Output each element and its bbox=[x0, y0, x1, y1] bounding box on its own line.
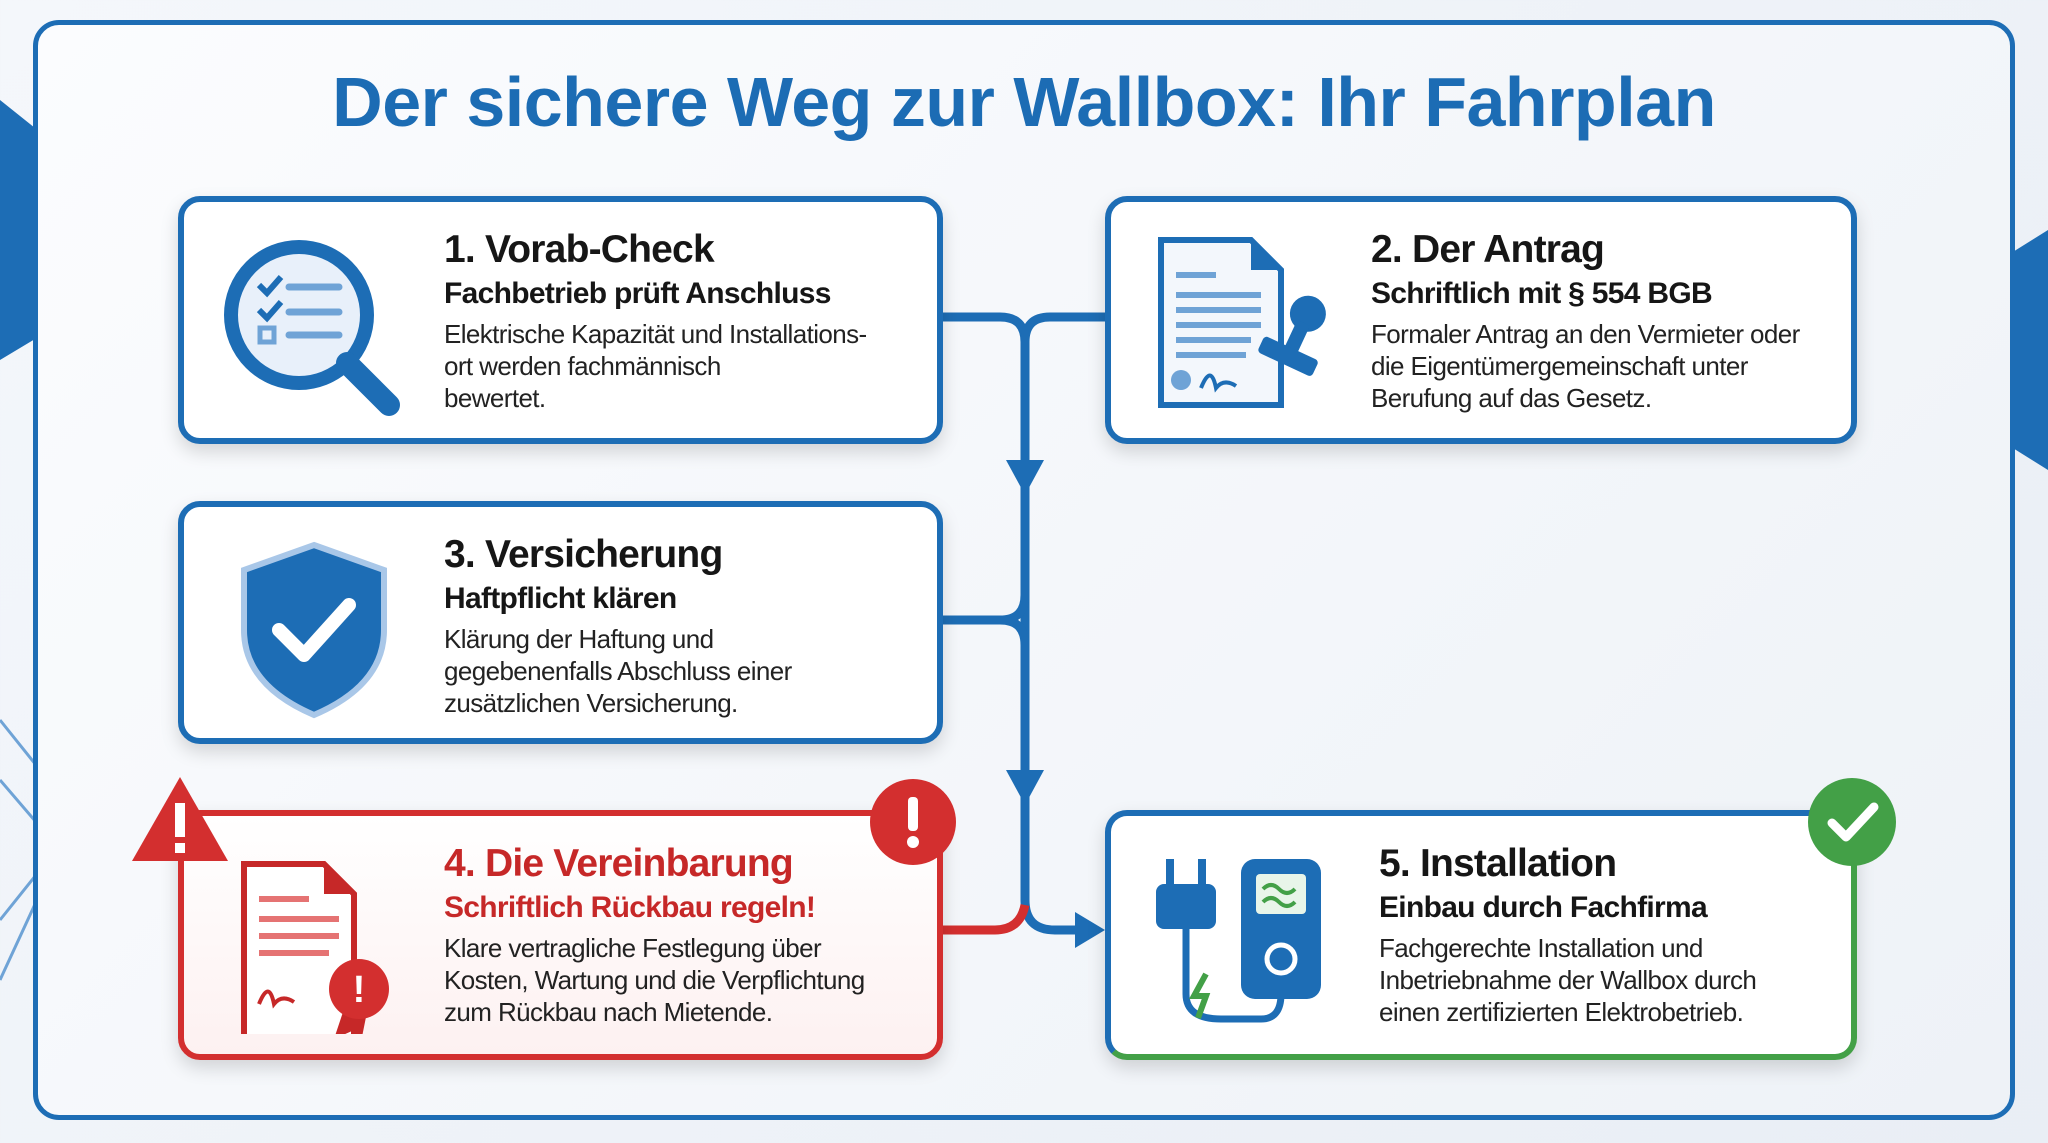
document-stamp-icon bbox=[1158, 237, 1326, 408]
step-subtitle: Schriftlich mit § 554 BGB bbox=[1371, 277, 1713, 310]
step-subtitle: Schriftlich Rückbau regeln! bbox=[444, 891, 816, 924]
page-title: Der sichere Weg zur Wallbox: Ihr Fahrpla… bbox=[332, 63, 1716, 141]
step-heading: 1. Vorab-Check bbox=[444, 228, 715, 271]
step-card-installation: 5. Installation Einbau durch Fachfirma F… bbox=[1105, 810, 1857, 1060]
arrow-down-1 bbox=[1006, 460, 1044, 495]
step-heading: 4. Die Vereinbarung bbox=[444, 842, 794, 885]
shield-check-icon bbox=[241, 541, 387, 719]
step-description: Klärung der Haftung und gegebenenfalls A… bbox=[444, 624, 792, 718]
check-badge-icon bbox=[1808, 778, 1896, 866]
arrow-right-5 bbox=[1075, 912, 1105, 948]
step-description: Elektrische Kapazität und Installations-… bbox=[444, 319, 867, 413]
plug-wallbox-icon bbox=[1156, 859, 1321, 1023]
step-heading: 5. Installation bbox=[1379, 842, 1617, 885]
magnifier-checklist-icon bbox=[224, 240, 400, 416]
step-heading: 2. Der Antrag bbox=[1371, 228, 1605, 271]
contract-seal-icon: ! bbox=[241, 861, 389, 1034]
step-card-vereinbarung: ! 4. Die Vereinbarung Schriftlich Rückba… bbox=[178, 810, 943, 1060]
step-heading: 3. Versicherung bbox=[444, 533, 723, 576]
step-description: Fachgerechte Installation und Inbetriebn… bbox=[1379, 933, 1757, 1027]
step-subtitle: Haftpflicht klären bbox=[444, 582, 677, 615]
arrow-down-2 bbox=[1006, 770, 1044, 805]
warning-triangle-icon bbox=[132, 777, 228, 861]
svg-text:!: ! bbox=[353, 969, 366, 1011]
step-description: Formaler Antrag an den Vermieter oder di… bbox=[1371, 319, 1800, 413]
step-subtitle: Einbau durch Fachfirma bbox=[1379, 891, 1708, 924]
exclamation-badge-icon bbox=[870, 779, 956, 865]
step-subtitle: Fachbetrieb prüft Anschluss bbox=[444, 277, 831, 310]
step-card-antrag: 2. Der Antrag Schriftlich mit § 554 BGB … bbox=[1105, 196, 1857, 444]
step-card-versicherung: 3. Versicherung Haftpflicht klären Kläru… bbox=[178, 501, 943, 744]
step-description: Klare vertragliche Festlegung über Koste… bbox=[444, 933, 865, 1027]
step-card-vorab-check: 1. Vorab-Check Fachbetrieb prüft Anschlu… bbox=[178, 196, 943, 444]
